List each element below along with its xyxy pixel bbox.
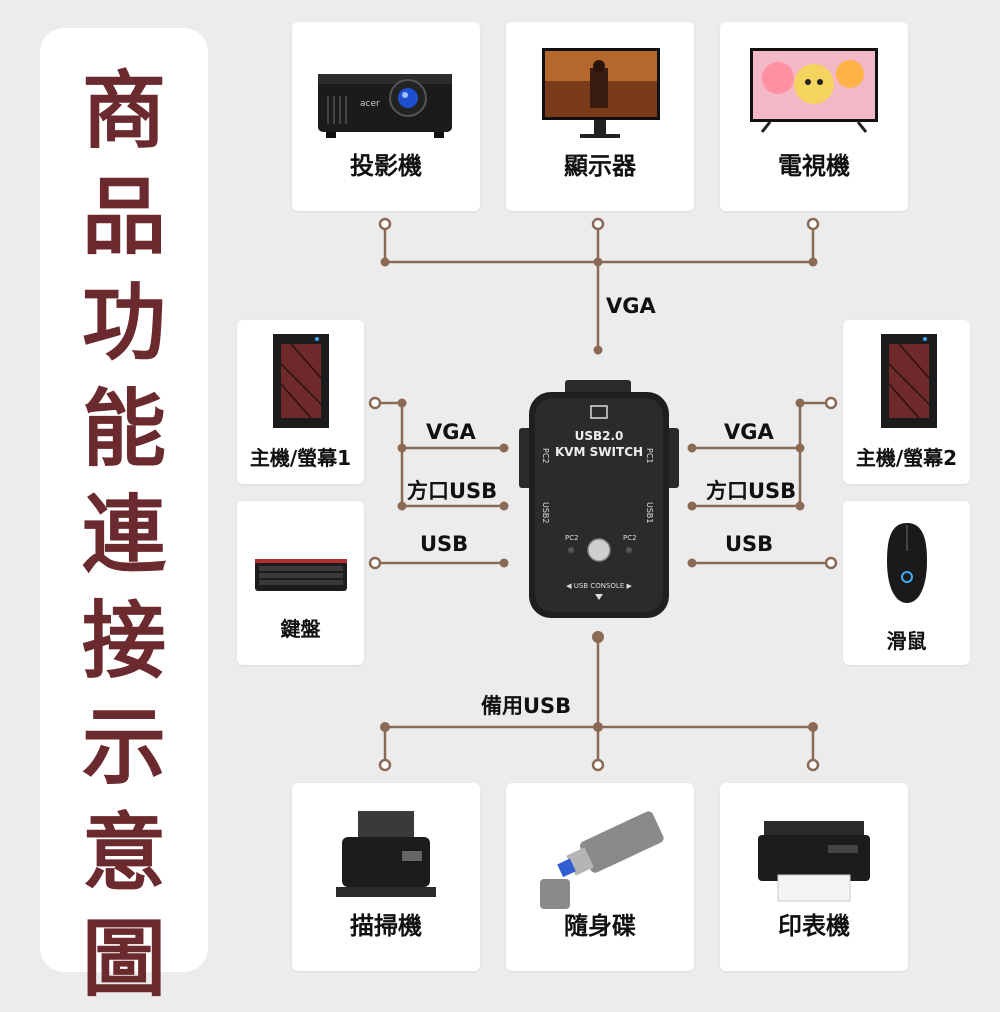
card-usb-drive: 隨身碟 xyxy=(506,783,694,971)
device-label: 投影機 xyxy=(350,152,422,180)
scanner-icon xyxy=(336,811,436,897)
title-char: 意 xyxy=(81,804,166,902)
monitor-icon xyxy=(542,48,660,138)
pc-tower-icon xyxy=(273,334,329,428)
switch-pc1-label: PC1 xyxy=(645,448,654,464)
usb-drive-icon xyxy=(540,811,664,909)
card-tv: 電視機 xyxy=(720,22,908,211)
switch-console-label: ◀ USB CONSOLE ▶ xyxy=(566,582,632,590)
switch-pc2-label: PC2 xyxy=(541,448,550,464)
switch-line2: KVM SWITCH xyxy=(555,445,643,459)
card-monitor: 顯示器 xyxy=(506,22,694,211)
card-pc2: 主機/螢幕2 xyxy=(843,320,970,484)
device-label: 隨身碟 xyxy=(564,912,636,940)
title-panel: 商 品 功 能 連 接 示 意 圖 xyxy=(40,28,208,1008)
wire-label-right-usb-square: 方口USB xyxy=(706,479,797,503)
pc-tower-icon xyxy=(881,334,937,428)
card-keyboard: 鍵盤 xyxy=(237,501,364,665)
device-label: 鍵盤 xyxy=(280,617,321,641)
title-char: 接 xyxy=(81,592,166,690)
title-text: 商 品 功 能 連 接 示 意 圖 xyxy=(40,58,208,1012)
device-label: 主機/螢幕1 xyxy=(249,446,352,470)
title-char: 功 xyxy=(81,274,166,372)
wire-label-right-usb: USB xyxy=(725,532,774,556)
title-char: 能 xyxy=(81,380,166,478)
device-label: 印表機 xyxy=(778,912,850,940)
acer-brand: acer xyxy=(360,99,380,109)
card-pc1: 主機/螢幕1 xyxy=(237,320,364,484)
switch-line1: USB2.0 xyxy=(575,429,624,443)
keyboard-icon xyxy=(255,559,347,591)
device-label: 顯示器 xyxy=(564,152,636,180)
switch-led-label: PC2 xyxy=(565,534,579,542)
title-char: 圖 xyxy=(81,910,166,1008)
device-label: 描掃機 xyxy=(350,912,422,940)
switch-led-label: PC2 xyxy=(623,534,637,542)
wire-label-left-usb-square: 方口USB xyxy=(407,479,498,503)
printer-icon xyxy=(758,821,870,902)
card-projector: acer 投影機 xyxy=(292,22,480,211)
title-char: 商 xyxy=(81,62,166,160)
kvm-switch: USB2.0 KVM SWITCH PC2 PC1 USB2 USB1 PC2 … xyxy=(519,380,679,618)
switch-usb1-label: USB1 xyxy=(645,502,654,524)
device-label: 滑鼠 xyxy=(886,629,927,653)
switch-button xyxy=(587,538,611,562)
mouse-icon xyxy=(887,523,927,603)
tv-icon xyxy=(750,48,878,133)
card-printer: 印表機 xyxy=(720,783,908,971)
wire-label-right-vga: VGA xyxy=(724,420,774,444)
card-mouse: 滑鼠 xyxy=(843,501,970,665)
title-char: 品 xyxy=(81,168,166,266)
switch-usb2-label: USB2 xyxy=(541,502,550,524)
card-scanner: 描掃機 xyxy=(292,783,480,971)
device-label: 電視機 xyxy=(778,152,850,180)
title-char: 示 xyxy=(81,698,166,796)
wire-label-left-usb: USB xyxy=(420,532,469,556)
wire-label-top-vga: VGA xyxy=(606,294,656,318)
wire-label-left-vga: VGA xyxy=(426,420,476,444)
title-char: 連 xyxy=(81,486,166,584)
projector-icon: acer xyxy=(318,74,452,138)
device-label: 主機/螢幕2 xyxy=(855,446,958,470)
wire-label-bottom-usb: 備用USB xyxy=(481,694,572,718)
